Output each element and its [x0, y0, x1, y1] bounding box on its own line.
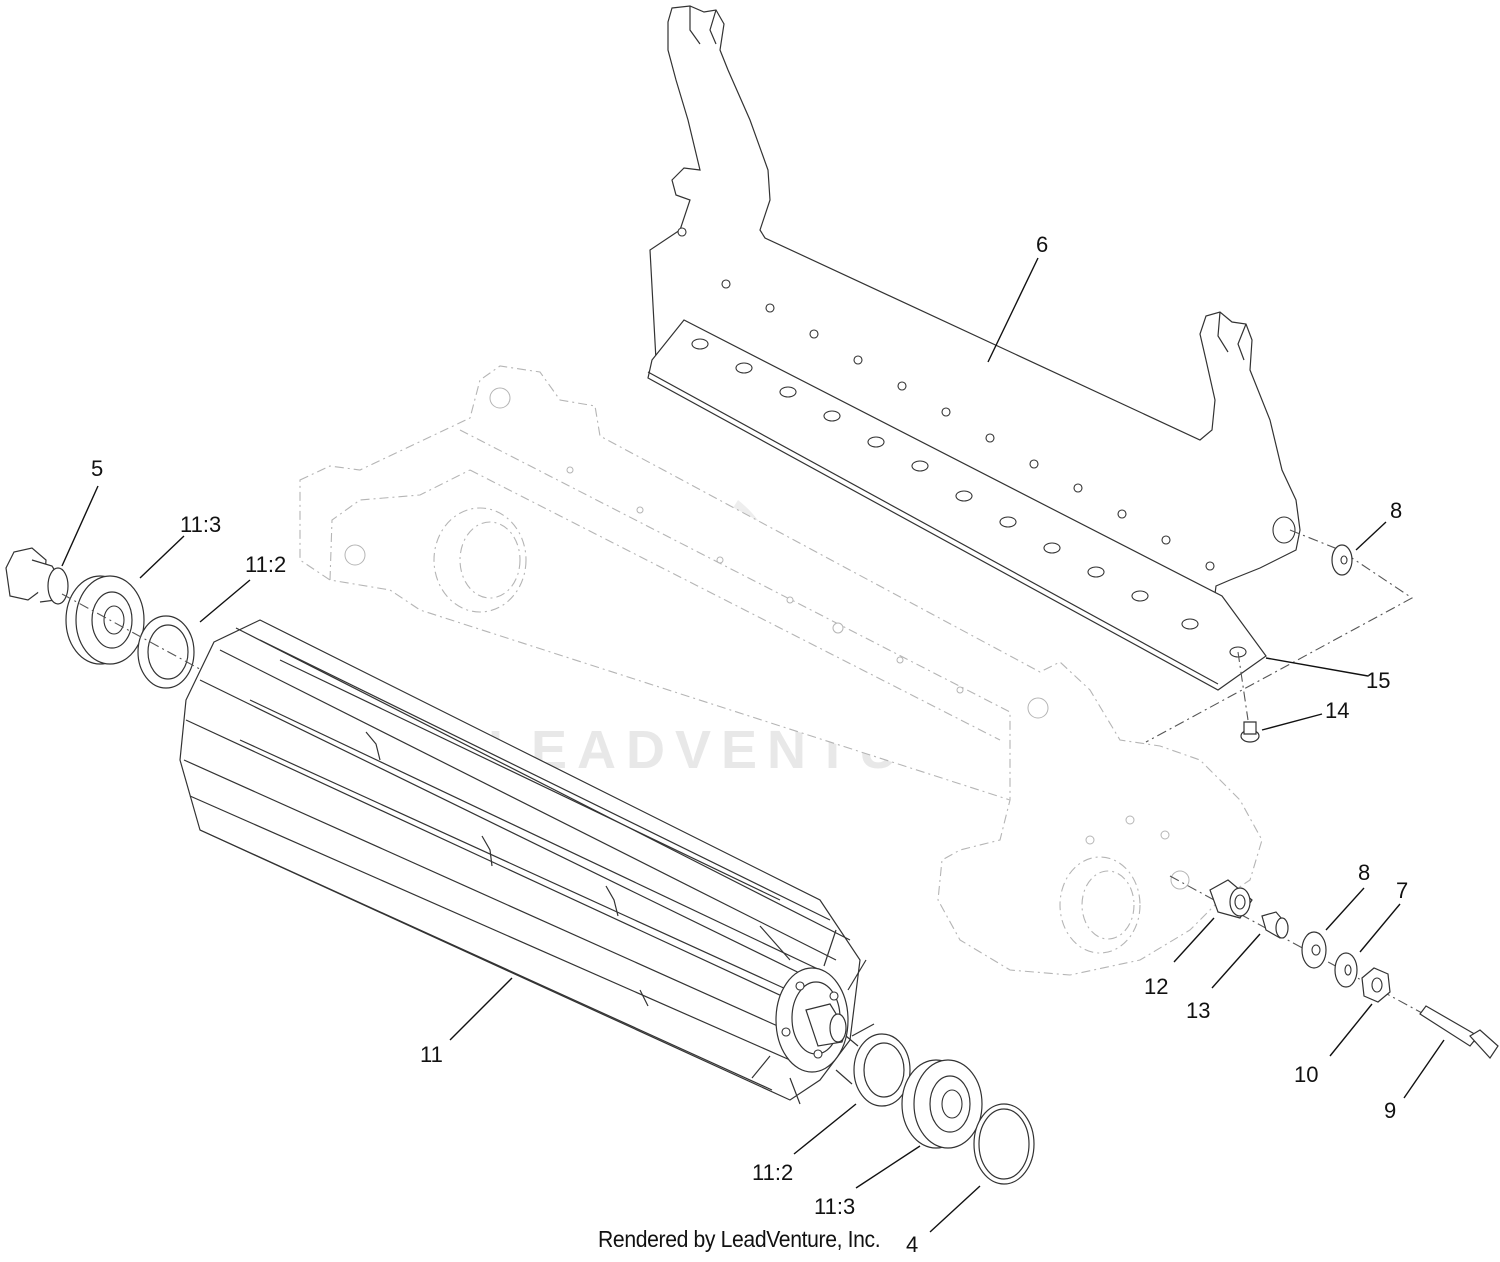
part-8-washer-top	[1331, 544, 1353, 576]
part-13-sleeve	[1261, 911, 1289, 939]
part-9-shaft	[1419, 1005, 1499, 1059]
callout-11-3-bottom: 11:3	[814, 1194, 855, 1219]
callout-7: 7	[1396, 878, 1408, 903]
assembly-line-14	[1237, 651, 1249, 721]
leader-10	[1329, 1003, 1373, 1057]
leader-11-2-bottom	[793, 1103, 857, 1155]
callout-11-3-top: 11:3	[180, 512, 221, 537]
callout-9: 9	[1384, 1098, 1396, 1123]
callout-11-2-bottom: 11:2	[752, 1160, 793, 1185]
part-14-screw	[1240, 721, 1260, 743]
leader-12	[1173, 917, 1215, 963]
leader-8-bottom	[1325, 887, 1365, 931]
callout-8-top: 8	[1390, 498, 1402, 523]
callout-8-bottom: 8	[1358, 860, 1370, 885]
part-11-reel	[179, 619, 875, 1105]
callout-14: 14	[1325, 698, 1349, 723]
leader-15	[1265, 657, 1369, 677]
part-10-nut	[1361, 967, 1391, 1003]
part-8-washer-bottom	[1301, 931, 1327, 969]
part-15-bedknife	[647, 319, 1267, 691]
callout-11: 11	[420, 1042, 443, 1067]
credit-text: Rendered by LeadVenture, Inc.	[598, 1226, 881, 1252]
leader-11	[449, 977, 513, 1041]
part-11-3-bearing-bottom	[901, 1059, 983, 1149]
callout-labels: 6 5 11:3 11:2 8 15 14 8 7 12 13 10 9 11 …	[91, 232, 1408, 1257]
part-7-washer	[1334, 952, 1358, 988]
leader-8-top	[1355, 521, 1387, 551]
part-5-fitting	[5, 547, 69, 605]
leader-13	[1211, 933, 1261, 989]
leader-7	[1359, 903, 1401, 953]
callout-13: 13	[1186, 998, 1210, 1023]
leader-11-3-bottom	[855, 1145, 921, 1189]
leader-11-3-top	[139, 535, 185, 579]
leader-11-2-top	[199, 579, 251, 623]
callout-6: 6	[1036, 232, 1048, 257]
part-11-2-seal-bottom	[853, 1033, 911, 1107]
callout-11-2-top: 11:2	[245, 552, 286, 577]
callout-4: 4	[906, 1232, 918, 1257]
part-11-2-seal-top	[137, 615, 195, 689]
reel-frame-phantom	[299, 365, 1263, 976]
part-6-bedbar	[649, 5, 1301, 603]
leader-lines	[61, 257, 1445, 1233]
callout-12: 12	[1144, 974, 1168, 999]
leader-6	[987, 257, 1039, 363]
part-11-3-bearing-top	[65, 575, 145, 665]
callout-5: 5	[91, 456, 103, 481]
assembly-line-left	[61, 593, 221, 681]
leader-5	[61, 485, 99, 567]
part-12-bushing	[1209, 879, 1253, 919]
callout-10: 10	[1294, 1062, 1318, 1087]
leader-14	[1261, 713, 1323, 731]
leader-4	[929, 1185, 981, 1233]
leader-9	[1403, 1039, 1445, 1099]
callout-15: 15	[1366, 668, 1390, 693]
part-4-o-ring	[973, 1103, 1035, 1185]
assembly-line-8-top	[1145, 529, 1414, 743]
